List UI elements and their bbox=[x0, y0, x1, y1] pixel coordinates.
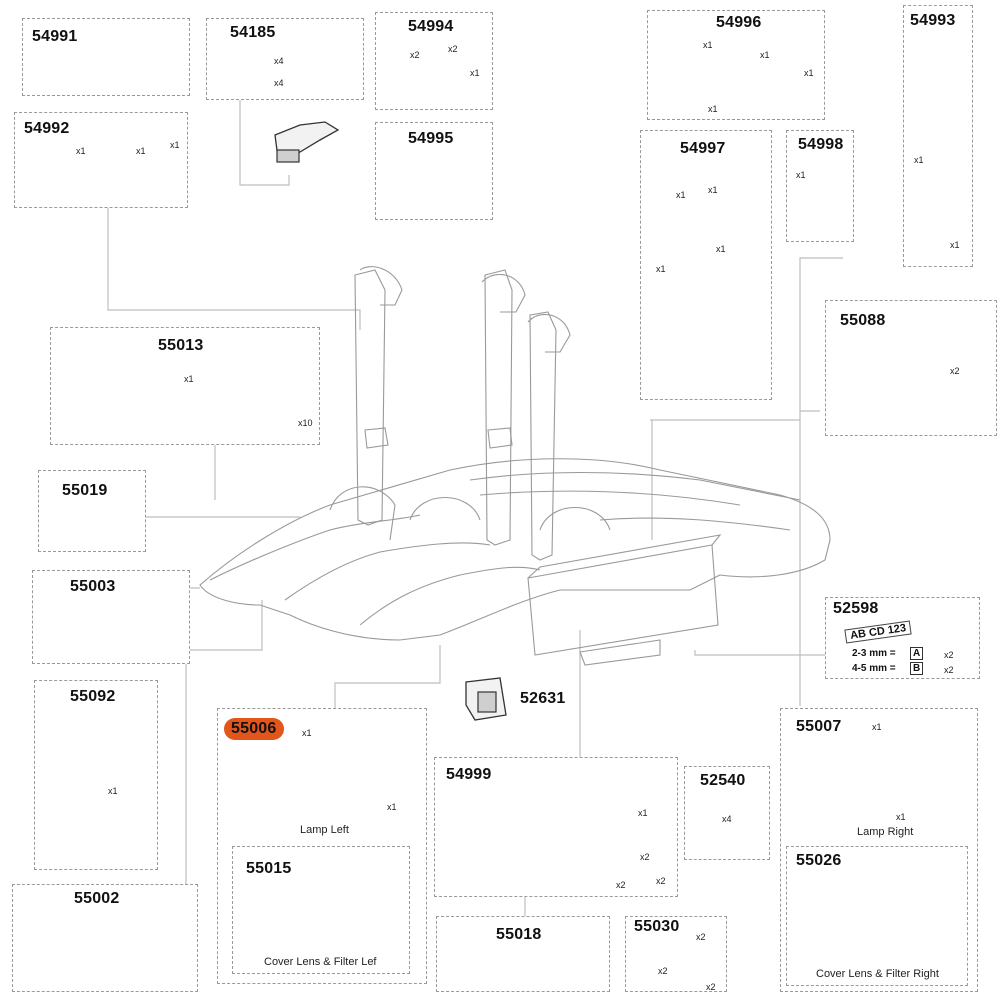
qty-label: x1 bbox=[708, 185, 718, 195]
bike-carrier-drawing bbox=[199, 266, 831, 666]
qty-label: x1 bbox=[108, 786, 118, 796]
qty-label: x4 bbox=[274, 78, 284, 88]
size-key-b: B bbox=[910, 662, 924, 675]
part-box-55002[interactable] bbox=[12, 884, 198, 992]
part-box-55018[interactable] bbox=[436, 916, 610, 992]
part-box-54999[interactable] bbox=[434, 757, 678, 897]
qty-label: x2 bbox=[640, 852, 650, 862]
part-box-55019[interactable] bbox=[38, 470, 146, 552]
part-number-54994: 54994 bbox=[408, 18, 454, 35]
qty-label: x1 bbox=[950, 240, 960, 250]
part-box-52540[interactable] bbox=[684, 766, 770, 860]
part-box-55015[interactable] bbox=[232, 846, 410, 974]
qty-label: x2 bbox=[944, 650, 954, 660]
qty-label: x1 bbox=[760, 50, 770, 60]
part-number-55006-highlighted: 55006 bbox=[224, 718, 284, 740]
size-row-2: 4-5 mm = bbox=[852, 663, 896, 674]
qty-label: x1 bbox=[703, 40, 713, 50]
part-number-55003: 55003 bbox=[70, 578, 116, 595]
qty-label: x1 bbox=[638, 808, 648, 818]
qty-label: x4 bbox=[274, 56, 284, 66]
part-number-54996: 54996 bbox=[716, 14, 762, 31]
qty-label: x2 bbox=[658, 966, 668, 976]
qty-label: x2 bbox=[950, 366, 960, 376]
size-key-a: A bbox=[910, 647, 924, 660]
qty-label: x1 bbox=[796, 170, 806, 180]
qty-label: x1 bbox=[896, 812, 906, 822]
part-box-54996[interactable] bbox=[647, 10, 825, 120]
part-box-54993[interactable] bbox=[903, 5, 973, 267]
qty-label: x1 bbox=[184, 374, 194, 384]
part-number-52598: 52598 bbox=[833, 600, 879, 617]
part-box-54991[interactable] bbox=[22, 18, 190, 96]
part-box-54185[interactable] bbox=[206, 18, 364, 100]
qty-label: x1 bbox=[914, 155, 924, 165]
part-number-54991: 54991 bbox=[32, 28, 78, 45]
qty-label: x1 bbox=[716, 244, 726, 254]
qty-label: x4 bbox=[722, 814, 732, 824]
part-number-54998: 54998 bbox=[798, 136, 844, 153]
qty-label: x1 bbox=[708, 104, 718, 114]
qty-label: x2 bbox=[448, 44, 458, 54]
qty-label: x1 bbox=[302, 728, 312, 738]
part-number-55026: 55026 bbox=[796, 852, 842, 869]
part-box-54997[interactable] bbox=[640, 130, 772, 400]
part-number-55002: 55002 bbox=[74, 890, 120, 907]
part-box-54998[interactable] bbox=[786, 130, 854, 242]
part-box-52598[interactable] bbox=[825, 597, 980, 679]
part-number-54992: 54992 bbox=[24, 120, 70, 137]
part-number-52631[interactable]: 52631 bbox=[520, 690, 566, 707]
qty-label: x1 bbox=[656, 264, 666, 274]
part-number-54995: 54995 bbox=[408, 130, 454, 147]
qty-label: x10 bbox=[298, 418, 313, 428]
qty-label: x2 bbox=[706, 982, 716, 992]
qty-label: x2 bbox=[410, 50, 420, 60]
part-number-55092: 55092 bbox=[70, 688, 116, 705]
part-52631-drawing bbox=[465, 677, 507, 721]
qty-label: x2 bbox=[616, 880, 626, 890]
part-box-55013[interactable] bbox=[50, 327, 320, 445]
part-box-55092[interactable] bbox=[34, 680, 158, 870]
caption-lamp-right: Lamp Right bbox=[857, 826, 914, 838]
part-number-54185: 54185 bbox=[230, 24, 276, 41]
part-number-55030: 55030 bbox=[634, 918, 680, 935]
part-number-54999: 54999 bbox=[446, 766, 492, 783]
qty-label: x1 bbox=[387, 802, 397, 812]
part-number-55007: 55007 bbox=[796, 718, 842, 735]
part-number-55018: 55018 bbox=[496, 926, 542, 943]
caption-cover-lens-left: Cover Lens & Filter Lef bbox=[264, 956, 377, 968]
part-number-55088: 55088 bbox=[840, 312, 886, 329]
part-box-55030[interactable] bbox=[625, 916, 727, 992]
qty-label: x1 bbox=[136, 146, 146, 156]
qty-label: x1 bbox=[804, 68, 814, 78]
size-row-1: 2-3 mm = bbox=[852, 648, 896, 659]
part-box-54994[interactable] bbox=[375, 12, 493, 110]
qty-label: x2 bbox=[696, 932, 706, 942]
qty-label: x1 bbox=[170, 140, 180, 150]
part-box-55003[interactable] bbox=[32, 570, 190, 664]
part-box-54992[interactable] bbox=[14, 112, 188, 208]
part-box-55088[interactable] bbox=[825, 300, 997, 436]
qty-label: x1 bbox=[676, 190, 686, 200]
part-number-52540: 52540 bbox=[700, 772, 746, 789]
part-number-55015: 55015 bbox=[246, 860, 292, 877]
part-box-55026[interactable] bbox=[786, 846, 968, 986]
qty-label: x1 bbox=[470, 68, 480, 78]
part-number-54993: 54993 bbox=[910, 12, 956, 29]
part-box-54995[interactable] bbox=[375, 122, 493, 220]
part-number-55013: 55013 bbox=[158, 337, 204, 354]
part-number-54997: 54997 bbox=[680, 140, 726, 157]
qty-label: x2 bbox=[944, 665, 954, 675]
caption-cover-lens-right: Cover Lens & Filter Right bbox=[816, 968, 939, 980]
part-number-55019: 55019 bbox=[62, 482, 108, 499]
qty-label: x2 bbox=[656, 876, 666, 886]
caption-lamp-left: Lamp Left bbox=[300, 824, 349, 836]
qty-label: x1 bbox=[76, 146, 86, 156]
qty-label: x1 bbox=[872, 722, 882, 732]
